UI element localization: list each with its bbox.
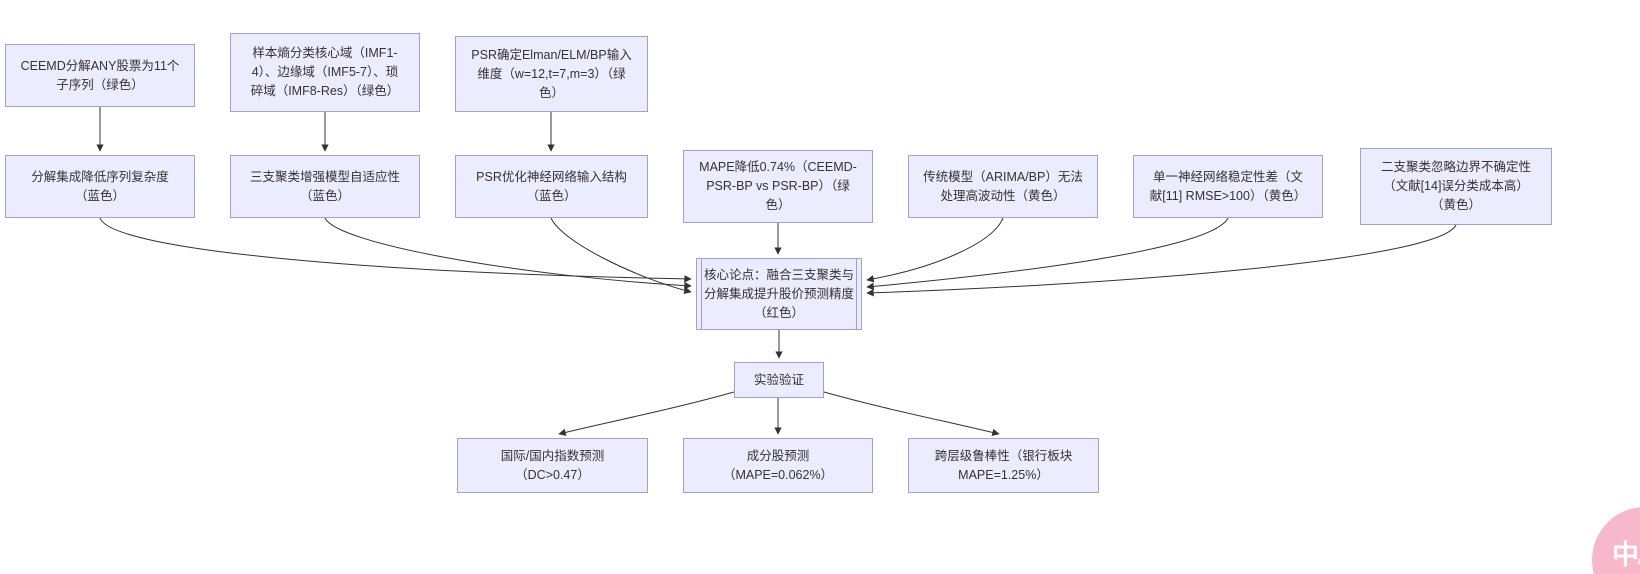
- node-psr-input-dimension: PSR确定Elman/ELM/BP输入 维度（w=12,t=7,m=3）（绿 色…: [455, 36, 648, 112]
- translate-button[interactable]: 中A: [1592, 507, 1640, 574]
- edge-experiment-to-robustness: [823, 391, 1000, 437]
- node-sample-entropy-classification: 样本熵分类核心域（IMF1- 4）、边缘域（IMF5-7）、琐 碎域（IMF8-…: [230, 33, 420, 112]
- node-psr-optimizes-input-structure: PSR优化神经网络输入结构 （蓝色）: [455, 155, 648, 218]
- node-mape-reduction: MAPE降低0.74%（CEEMD- PSR-BP vs PSR-BP）（绿 色…: [683, 150, 873, 223]
- node-core-thesis: 核心论点：融合三支聚类与 分解集成提升股价预测精度 （红色）: [696, 258, 862, 330]
- edge-traditional-to-core: [866, 217, 1004, 283]
- node-experimental-validation: 实验验证: [734, 362, 824, 398]
- node-index-prediction: 国际/国内指数预测 （DC>0.47）: [457, 438, 648, 493]
- node-traditional-model-limitation: 传统模型（ARIMA/BP）无法 处理高波动性（黄色）: [908, 155, 1098, 218]
- edge-singlenn-to-core: [866, 217, 1229, 291]
- node-ceemd-decomposition: CEEMD分解ANY股票为11个 子序列（绿色）: [5, 44, 195, 107]
- translate-icon: 中A: [1612, 540, 1640, 570]
- node-constituent-stock-prediction: 成分股预测 （MAPE=0.062%）: [683, 438, 873, 493]
- edge-adaptivity-to-core: [324, 217, 692, 290]
- node-single-nn-instability: 单一神经网络稳定性差（文 献[11] RMSE>100）（黄色）: [1133, 155, 1323, 218]
- node-three-way-clustering-adaptivity: 三支聚类增强模型自适应性 （蓝色）: [230, 155, 420, 218]
- node-two-way-clustering-limitation: 二支聚类忽略边界不确定性 （文献[14]误分类成本高） （黄色）: [1360, 148, 1552, 225]
- node-decomposition-reduces-complexity: 分解集成降低序列复杂度 （蓝色）: [5, 155, 195, 218]
- edge-experiment-to-index: [558, 391, 735, 437]
- edge-structure-to-core: [550, 217, 692, 294]
- edge-complexity-to-core: [99, 217, 692, 283]
- edge-twoway-to-core: [866, 224, 1457, 297]
- node-cross-level-robustness: 跨层级鲁棒性（银行板块 MAPE=1.25%）: [908, 438, 1099, 493]
